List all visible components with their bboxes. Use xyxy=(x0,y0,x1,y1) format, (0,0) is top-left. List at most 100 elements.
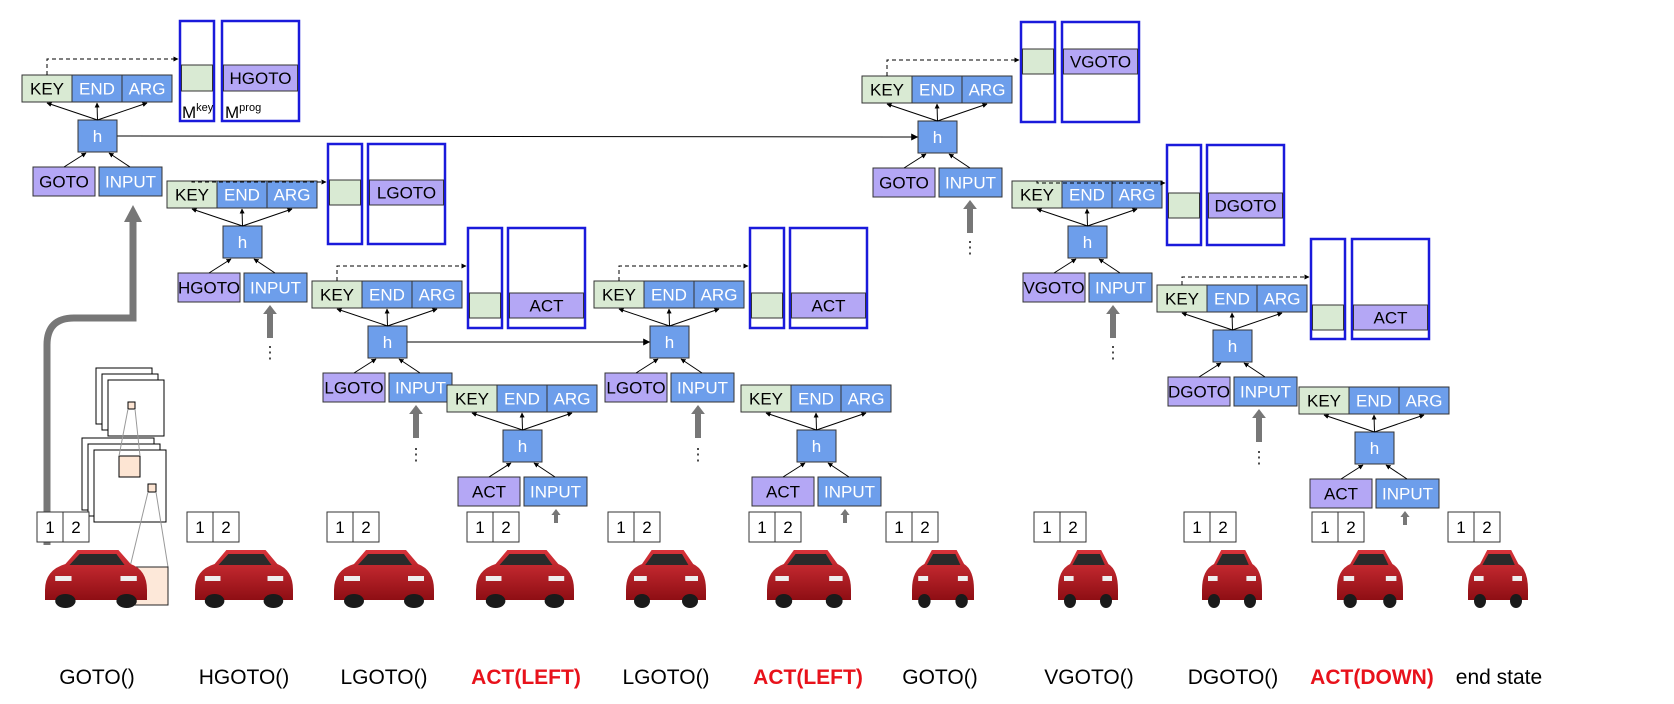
input-box-label: INPUT xyxy=(395,379,446,398)
car-window xyxy=(1216,554,1249,565)
h-node xyxy=(796,429,837,463)
car-headlight-left xyxy=(1474,576,1484,581)
car-wheel-right xyxy=(1244,594,1256,608)
state-slot-2 xyxy=(62,511,90,543)
memory-prog-slot-label: ACT xyxy=(812,297,846,316)
timestep-label: HGOTO() xyxy=(199,666,290,689)
output-arrow xyxy=(384,308,390,327)
program-box-label: VGOTO xyxy=(1023,279,1084,298)
car-image xyxy=(1468,550,1528,608)
input-up-arrow xyxy=(263,305,277,338)
end-cell-label: END xyxy=(369,286,405,305)
h-node xyxy=(649,325,690,359)
program-arrow xyxy=(782,462,806,478)
input-up-arrow xyxy=(1252,409,1266,442)
output-arrow xyxy=(1323,414,1375,433)
car-wheel-right xyxy=(1100,594,1112,608)
memory-key-slot xyxy=(181,64,213,92)
program-box-label: ACT xyxy=(766,483,800,502)
feature-map-stack-lower xyxy=(81,437,167,523)
car-wheel-left xyxy=(1343,594,1357,608)
ellipsis: ⋮ xyxy=(962,238,979,257)
car-headlight-left xyxy=(485,576,502,581)
key-lookup-arrow xyxy=(1181,274,1310,285)
state-slot-2-label: 2 xyxy=(783,518,792,537)
output-arrow xyxy=(191,208,243,227)
ellipsis: ⋮ xyxy=(408,445,425,464)
h-node-label: h xyxy=(933,128,942,147)
state-slot-2-label: 2 xyxy=(221,518,230,537)
car-headlight-right xyxy=(685,576,698,581)
h-node-label: h xyxy=(1370,439,1379,458)
program-box-label: GOTO xyxy=(879,174,929,193)
output-arrow xyxy=(1036,208,1088,227)
h-node xyxy=(1212,329,1253,363)
car-image xyxy=(1202,550,1262,608)
output-arrow xyxy=(522,412,573,431)
h-node xyxy=(367,325,408,359)
output-arrow xyxy=(1374,414,1425,433)
key-cell-label: KEY xyxy=(30,80,64,99)
input-arrow xyxy=(253,258,276,274)
feature-map-stack-upper xyxy=(95,367,165,437)
end-cell xyxy=(1348,386,1400,415)
input-box xyxy=(98,166,163,197)
input-arrow xyxy=(1385,464,1408,480)
program-box-label: LGOTO xyxy=(606,379,665,398)
connections xyxy=(117,133,919,346)
state-slot-1 xyxy=(1447,511,1475,543)
program-arrow xyxy=(1198,362,1222,378)
output-arrow xyxy=(387,308,438,327)
car-wheel-right xyxy=(544,594,565,608)
memory: ACT xyxy=(336,226,587,330)
car-wheel-left xyxy=(485,594,506,608)
input-up-arrow xyxy=(840,509,850,523)
state-slot-1-label: 1 xyxy=(1192,518,1201,537)
end-cell-label: END xyxy=(798,390,834,409)
input-box-label: INPUT xyxy=(1240,383,1291,402)
state-slot-1 xyxy=(1183,511,1211,543)
state-slot-1 xyxy=(186,511,214,543)
program-box xyxy=(32,166,96,197)
output-arrow xyxy=(1232,312,1283,331)
input-box-label: INPUT xyxy=(677,379,728,398)
car-wheel-left xyxy=(204,594,225,608)
arg-cell xyxy=(1256,284,1308,313)
arg-cell-label: ARG xyxy=(274,186,311,205)
output-arrow xyxy=(1371,414,1377,433)
end-cell-label: END xyxy=(1356,392,1392,411)
key-cell-label: KEY xyxy=(320,286,354,305)
state-slot-2-label: 2 xyxy=(642,518,651,537)
input-up-arrow xyxy=(551,509,561,523)
memory: ACT xyxy=(618,226,869,330)
input-box-label: INPUT xyxy=(250,279,301,298)
car-wheel-left xyxy=(1474,594,1486,608)
car-wheel-right xyxy=(682,594,698,608)
program-box-label: LGOTO xyxy=(324,379,383,398)
end-cell xyxy=(216,180,268,209)
key-lookup-arrow xyxy=(191,179,327,185)
input-box xyxy=(1375,478,1440,509)
output-arrow xyxy=(813,412,819,431)
timestep-label: VGOTO() xyxy=(1044,666,1133,689)
input-arrow xyxy=(1098,258,1121,274)
memory-prog-slot xyxy=(509,292,584,319)
state-slot-1-label: 1 xyxy=(475,518,484,537)
state-slot-2-label: 2 xyxy=(1346,518,1355,537)
memory: LGOTO xyxy=(191,142,447,246)
memory-prog-slot xyxy=(1353,304,1428,331)
h-node-label: h xyxy=(93,127,102,146)
key-cell-label: KEY xyxy=(1307,392,1341,411)
end-cell-label: END xyxy=(1214,290,1250,309)
car-wheel-right xyxy=(825,594,843,608)
car-window xyxy=(1072,554,1105,565)
input-box xyxy=(388,372,453,403)
memory-prog-slot-label: HGOTO xyxy=(229,69,291,88)
program-box xyxy=(177,272,241,303)
memory-key-slot xyxy=(329,179,361,206)
